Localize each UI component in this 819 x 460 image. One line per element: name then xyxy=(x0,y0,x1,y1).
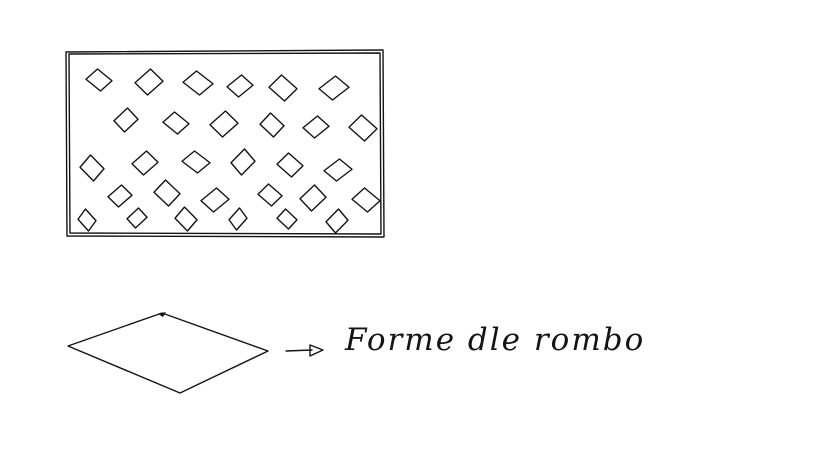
pattern-diamond-r4-c3 xyxy=(200,187,230,213)
rhombus-ink-mark xyxy=(158,312,166,317)
arrow-shaft xyxy=(285,349,313,352)
pattern-diamond-r4-c4 xyxy=(257,183,283,207)
pattern-diamond-r2-c6 xyxy=(348,114,378,142)
pattern-diamond-r3-c5 xyxy=(276,152,304,178)
pattern-diamond-r5-c3 xyxy=(174,206,198,232)
pattern-diamond-r1-c4 xyxy=(226,74,254,98)
pattern-diamond-r2-c5 xyxy=(302,115,330,139)
pattern-diamond-r2-c3 xyxy=(209,110,239,138)
legend-arrow xyxy=(285,344,324,357)
pattern-diamond-r3-c6 xyxy=(323,158,353,182)
pattern-diamond-r4-c1 xyxy=(107,184,133,208)
pattern-diamond-r5-c5 xyxy=(276,208,298,230)
legend-diamond-shape xyxy=(67,312,269,394)
legend-caption: Forme dle rombo xyxy=(345,322,646,358)
pattern-diamond-r1-c2 xyxy=(134,68,164,96)
pattern-diamond-r1-c1 xyxy=(85,68,113,92)
pattern-diamond-r3-c3 xyxy=(181,150,211,174)
pattern-diamond-r3-c2 xyxy=(131,150,159,176)
pattern-diamond-r1-c6 xyxy=(318,75,350,101)
pattern-diamond-r5-c2 xyxy=(126,207,148,229)
arrow-head xyxy=(309,344,324,357)
pattern-diamond-r2-c4 xyxy=(259,112,285,138)
pattern-diamond-r2-c2 xyxy=(162,111,190,135)
pattern-diamond-r3-c1 xyxy=(79,154,105,182)
pattern-diamond-r1-c3 xyxy=(182,70,214,96)
diamond-pattern-panel xyxy=(65,49,385,238)
pattern-diamond-r4-c6 xyxy=(351,187,381,213)
pattern-diamond-r5-c4 xyxy=(228,207,248,231)
pattern-diamond-r5-c1 xyxy=(77,208,97,232)
pattern-diamond-r4-c5 xyxy=(299,184,327,212)
pattern-diamond-r4-c2 xyxy=(153,179,181,207)
diamond-grid xyxy=(77,68,381,234)
rhombus-outline xyxy=(67,312,269,394)
pattern-diamond-r3-c4 xyxy=(230,148,256,176)
pattern-diamond-r5-c6 xyxy=(325,208,349,234)
pattern-diamond-r2-c1 xyxy=(113,107,139,133)
pattern-diamond-r1-c5 xyxy=(268,74,298,102)
panel-border xyxy=(65,49,385,238)
